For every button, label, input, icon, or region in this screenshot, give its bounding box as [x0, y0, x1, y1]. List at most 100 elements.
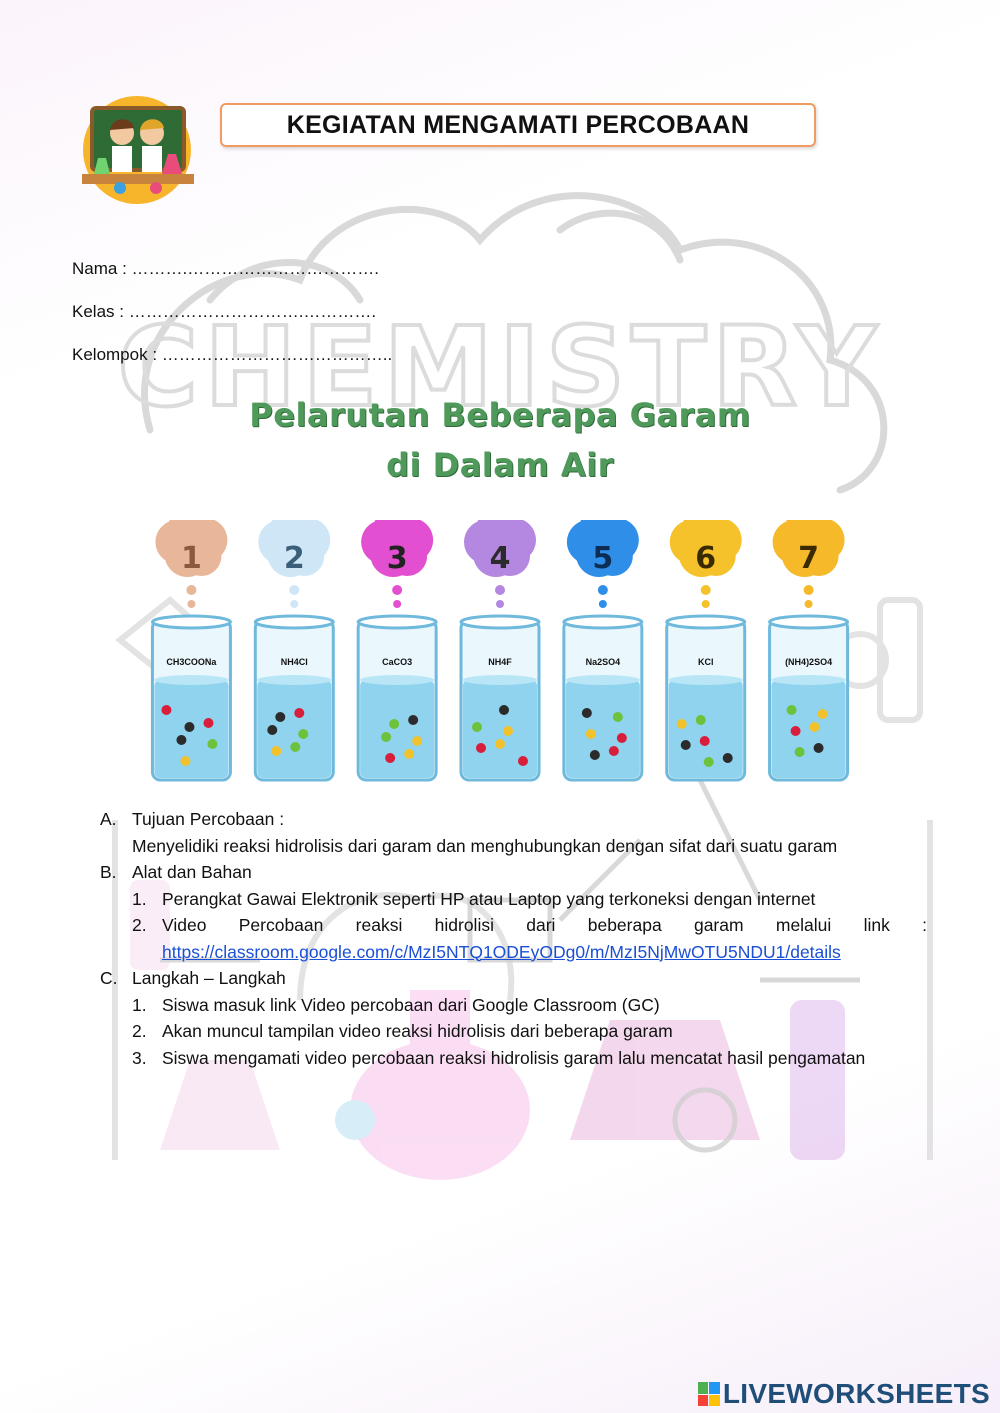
list-item-number: 1. — [132, 994, 147, 1015]
ion-particle — [381, 732, 392, 742]
cloud-bubble — [566, 520, 639, 577]
section-a-text: Menyelidiki reaksi hidrolisis dari garam… — [132, 835, 838, 856]
beaker-number: 6 — [695, 541, 716, 576]
salt-formula: KCl — [698, 657, 714, 667]
nama-field[interactable]: Nama : ……….……………………………. — [72, 259, 379, 278]
cloud-dot — [598, 600, 607, 608]
beaker-number: 1 — [181, 541, 202, 576]
list-item-text: Video Percobaan reaksi hidrolisi dari be… — [162, 915, 927, 935]
ion-particle — [176, 735, 187, 745]
ion-particle — [581, 708, 592, 718]
ion-particle — [676, 719, 687, 729]
beaker-rim — [459, 614, 541, 630]
ion-particle — [680, 740, 691, 750]
ion-particle — [809, 722, 820, 732]
ion-particle — [608, 746, 619, 756]
salt-formula: CH3COONa — [166, 657, 217, 667]
ion-particle — [385, 753, 396, 763]
cloud-dot — [289, 585, 300, 595]
liquid-surface — [154, 675, 229, 685]
cloud-bubble — [258, 520, 331, 577]
salt-formula: NH4F — [488, 657, 512, 667]
liquid-surface — [771, 675, 846, 685]
beaker-liquid — [771, 680, 846, 778]
cloud-dot — [290, 600, 299, 608]
ion-particle — [695, 715, 706, 725]
liquid-surface — [360, 675, 435, 685]
cloud-bubble — [155, 520, 228, 577]
ion-particle — [585, 729, 596, 739]
liquid-surface — [668, 675, 743, 685]
ion-particle — [589, 750, 600, 760]
ion-particle — [817, 709, 828, 719]
list-item-number: 2. — [132, 1021, 147, 1041]
cloud-bubble — [772, 520, 845, 577]
cloud-dot — [392, 585, 403, 595]
ion-particle — [207, 739, 218, 749]
section-c: C. Langkah – Langkah 1. Siswa masuk link… — [100, 965, 927, 1071]
cloud-dot — [393, 600, 402, 608]
ion-particle — [703, 757, 714, 767]
ion-particle — [476, 743, 486, 753]
cloud-dot — [803, 585, 814, 595]
ion-particle — [794, 747, 805, 757]
section-c-label: C. — [100, 968, 118, 988]
liveworksheets-brand: LIVEWORKSHEETS — [722, 1378, 990, 1409]
cloud-dot — [186, 585, 197, 595]
logo-square — [697, 1382, 709, 1394]
kelas-field[interactable]: Kelas : ………………………….…………. — [72, 302, 377, 321]
kids-scientist-logo — [82, 96, 194, 204]
ion-particle — [722, 753, 733, 763]
ion-particle — [518, 756, 528, 766]
cloud-dot — [496, 600, 504, 608]
experiment-heading-line1: Pelarutan Beberapa Garam — [249, 396, 751, 434]
cloud-bubble — [464, 520, 536, 577]
liquid-surface — [565, 675, 640, 685]
section-b-label: B. — [100, 862, 117, 882]
liquid-surface — [463, 675, 537, 685]
ion-particle — [472, 722, 482, 732]
list-item-text: Akan muncul tampilan video reaksi hidrol… — [162, 1021, 673, 1041]
list-item-number: 2. — [132, 915, 147, 935]
list-item-text: Siswa mengamati video percobaan reaksi h… — [162, 1047, 866, 1068]
list-item-text: Perangkat Gawai Elektronik seperti HP at… — [162, 888, 816, 909]
cloud-dot — [804, 600, 813, 608]
beaker-number: 4 — [490, 541, 511, 576]
beaker-rim — [665, 614, 747, 630]
list-item: 2. Video Percobaan reaksi hidrolisi dari… — [132, 912, 927, 965]
beaker-number: 5 — [592, 541, 613, 576]
logo-square — [709, 1382, 720, 1394]
ion-particle — [412, 736, 423, 746]
liquid-surface — [257, 675, 332, 685]
ion-particle — [495, 739, 505, 749]
beaker-rim — [253, 614, 335, 630]
cloud-bubble — [361, 520, 434, 577]
list-item: 2. Akan muncul tampilan video reaksi hid… — [132, 1018, 927, 1045]
ion-particle — [786, 705, 797, 715]
cloud-bubble — [669, 520, 742, 577]
kelompok-field[interactable]: Kelompok : ………………………………….. — [72, 345, 393, 364]
beaker-rim — [768, 614, 850, 630]
ion-particle — [612, 712, 623, 722]
beaker-liquid — [360, 680, 435, 778]
section-a-label: A. — [100, 809, 117, 829]
section-b-title: Alat dan Bahan — [132, 862, 252, 882]
video-link[interactable]: https://classroom.google.com/c/MzI5NTQ1O… — [162, 941, 841, 962]
liveworksheets-logo-icon — [697, 1382, 720, 1406]
ion-particle — [294, 708, 305, 718]
ion-particle — [699, 736, 710, 746]
section-b: B. Alat dan Bahan 1. Perangkat Gawai Ele… — [100, 859, 927, 965]
logo-square — [709, 1394, 720, 1406]
logo-square — [697, 1394, 709, 1406]
salt-formula: Na2SO4 — [586, 657, 621, 667]
ion-particle — [404, 749, 415, 759]
beaker-illustration: 1CH3COONa2NH4Cl3CaCO34NH4F5Na2SO46KCl7(N… — [150, 520, 850, 782]
ion-particle — [616, 733, 627, 743]
list-item-number: 3. — [132, 1047, 147, 1068]
ion-particle — [267, 725, 278, 735]
